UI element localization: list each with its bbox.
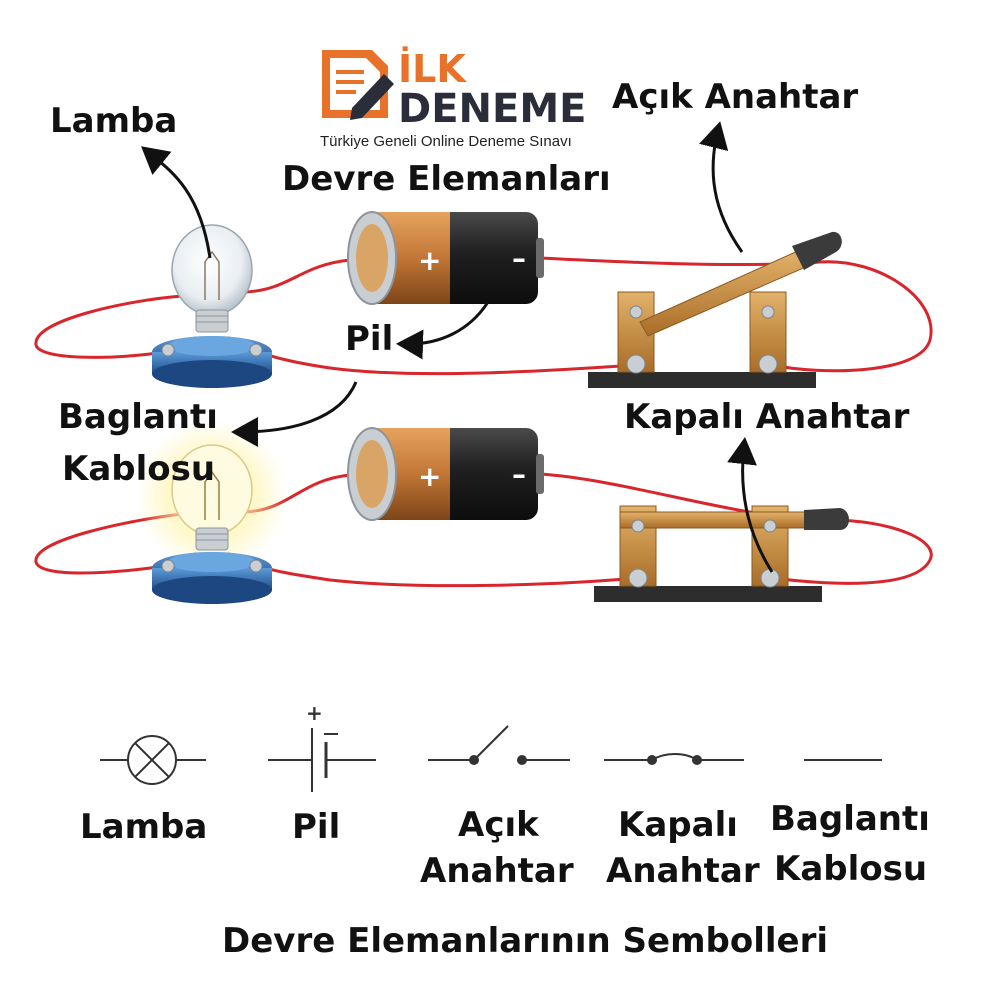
pencil-doc-icon xyxy=(322,50,394,120)
open-switch xyxy=(588,231,842,388)
symbols-title: Devre Elemanlarının Sembolleri xyxy=(222,921,828,961)
diagram-title: Devre Elemanları xyxy=(282,159,611,199)
arrow-lamp xyxy=(141,146,212,259)
logo: İLK DENEME Türkiye Geneli Online Deneme … xyxy=(320,47,586,150)
battery-symbol xyxy=(268,728,376,792)
label-lamp: Lamba xyxy=(50,101,177,141)
symbol-label-open-switch-line1: Açık xyxy=(458,805,540,845)
symbol-label-open-switch-line2: Anahtar xyxy=(420,851,574,891)
symbol-label-cable-line2: Kablosu xyxy=(774,849,927,889)
battery-bottom: + – xyxy=(347,427,544,521)
lamp-bottom-lit xyxy=(137,420,287,604)
wire-switch-lamp-2 xyxy=(261,564,637,588)
logo-brand-bottom: DENEME xyxy=(398,86,586,132)
label-closed-switch: Kapalı Anahtar xyxy=(624,397,910,437)
top-circuit-wires xyxy=(34,256,933,376)
symbol-label-cable-line1: Baglantı xyxy=(770,799,930,839)
label-battery: Pil xyxy=(345,319,393,359)
open-switch-symbol xyxy=(428,725,570,761)
battery-minus-mark-2: – xyxy=(512,458,526,491)
wire-lamp-loop xyxy=(34,294,183,359)
battery-plus-mark-2: + xyxy=(418,460,441,493)
closed-switch-symbol xyxy=(604,753,744,761)
arrow-open-switch xyxy=(699,121,744,253)
wire-lamp-loop-2 xyxy=(34,512,183,575)
battery-plus-mark: + xyxy=(418,244,441,277)
symbol-label-closed-switch-line2: Anahtar xyxy=(606,851,760,891)
wire-lamp-battery xyxy=(244,258,351,294)
lamp-top xyxy=(152,224,272,388)
wire-battery-switch-2 xyxy=(539,472,933,585)
lamp-symbol xyxy=(100,735,206,785)
label-cable-line2: Kablosu xyxy=(62,449,215,489)
label-cable-line1: Baglantı xyxy=(58,397,218,437)
logo-tagline: Türkiye Geneli Online Deneme Sınavı xyxy=(320,133,572,150)
logo-brand-top: İLK xyxy=(398,47,467,91)
wire-battery-switch xyxy=(539,256,933,373)
symbols-row xyxy=(100,725,882,792)
symbol-label-lamp: Lamba xyxy=(80,807,207,847)
label-open-switch: Açık Anahtar xyxy=(612,77,858,117)
arrow-cable xyxy=(231,381,358,447)
battery-top: + – xyxy=(347,211,544,305)
wire-switch-lamp xyxy=(261,350,637,376)
battery-minus-mark: – xyxy=(512,242,526,275)
symbol-label-closed-switch-line1: Kapalı xyxy=(618,805,738,845)
arrow-battery xyxy=(396,301,490,360)
closed-switch xyxy=(594,505,849,602)
battery-symbol-plus: + xyxy=(306,701,323,725)
arrow-closed-switch xyxy=(727,437,774,573)
symbol-label-battery: Pil xyxy=(292,807,340,847)
symbol-dots xyxy=(469,755,702,765)
